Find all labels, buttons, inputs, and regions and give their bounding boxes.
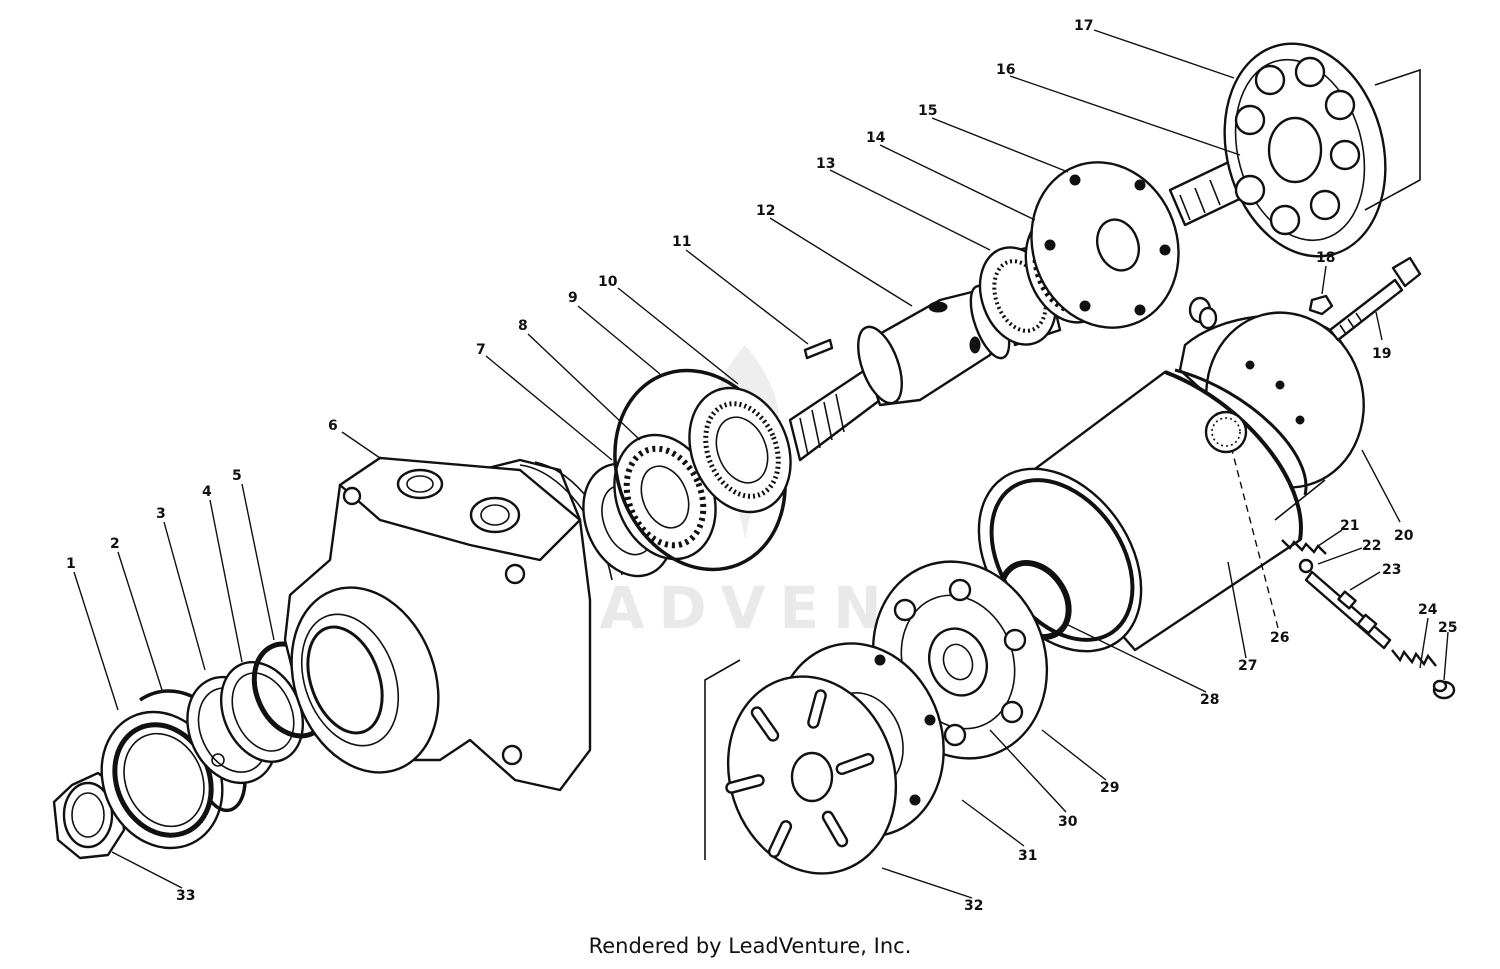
callout-17: 17 xyxy=(1074,18,1093,34)
part-23-valve-poppet[interactable] xyxy=(1304,570,1392,650)
callout-26: 26 xyxy=(1270,630,1289,646)
callout-19: 19 xyxy=(1372,346,1391,362)
callout-14: 14 xyxy=(866,130,886,146)
callout-6: 6 xyxy=(328,418,338,434)
callout-5: 5 xyxy=(232,468,242,484)
part-32-end-cover[interactable] xyxy=(703,655,921,896)
callout-2: 2 xyxy=(110,536,120,552)
part-30-hub[interactable] xyxy=(920,620,996,703)
callout-27: 27 xyxy=(1238,658,1257,674)
callout-22: 22 xyxy=(1362,538,1381,554)
callout-30: 30 xyxy=(1058,814,1078,830)
callout-24: 24 xyxy=(1418,602,1438,618)
callout-16: 16 xyxy=(996,62,1015,78)
leader-bracket-32 xyxy=(704,659,741,860)
part-18-plug[interactable] xyxy=(1308,294,1334,316)
callout-33: 33 xyxy=(176,888,195,904)
callout-25: 25 xyxy=(1438,620,1457,636)
part-11-key[interactable] xyxy=(803,338,834,360)
callout-10: 10 xyxy=(598,274,618,290)
callout-12: 12 xyxy=(756,203,775,219)
callout-11: 11 xyxy=(672,234,691,250)
callout-13: 13 xyxy=(816,156,835,172)
footer-credit: Rendered by LeadVenture, Inc. xyxy=(588,934,912,958)
callout-32: 32 xyxy=(964,898,983,914)
callout-20: 20 xyxy=(1394,528,1414,544)
leader-bracket-17 xyxy=(1364,68,1421,211)
callout-18: 18 xyxy=(1316,250,1335,266)
callout-28: 28 xyxy=(1200,692,1219,708)
part-15-wear-plate[interactable] xyxy=(1009,141,1202,348)
callout-4: 4 xyxy=(202,484,212,500)
part-26-check-plug[interactable] xyxy=(1204,410,1248,454)
leader-bracket-21 xyxy=(1274,479,1326,521)
part-10-bearing[interactable] xyxy=(672,373,809,528)
part-25-plug[interactable] xyxy=(1432,679,1456,700)
callout-31: 31 xyxy=(1018,848,1037,864)
callout-29: 29 xyxy=(1100,780,1119,796)
part-fitting[interactable] xyxy=(1188,296,1218,330)
callout-8: 8 xyxy=(518,318,528,334)
part-24-spring[interactable] xyxy=(1391,649,1437,667)
part-22-ball[interactable] xyxy=(1298,558,1314,574)
part-27-housing-body[interactable] xyxy=(945,368,1308,682)
callout-23: 23 xyxy=(1382,562,1401,578)
callout-9: 9 xyxy=(568,290,578,306)
part-19-bolt[interactable] xyxy=(1328,256,1422,342)
part-21-spring[interactable] xyxy=(1281,539,1327,555)
part-6-housing[interactable] xyxy=(267,456,623,793)
leader-lines xyxy=(73,29,1449,899)
callout-7: 7 xyxy=(476,342,486,358)
callout-21: 21 xyxy=(1340,518,1359,534)
callout-3: 3 xyxy=(156,506,166,522)
callout-15: 15 xyxy=(918,103,937,119)
part-17-gerotor[interactable] xyxy=(1202,25,1409,274)
callout-1: 1 xyxy=(66,556,76,572)
callout-labels: 1 2 3 4 5 6 7 8 9 10 11 12 13 14 15 16 1… xyxy=(66,18,1457,914)
